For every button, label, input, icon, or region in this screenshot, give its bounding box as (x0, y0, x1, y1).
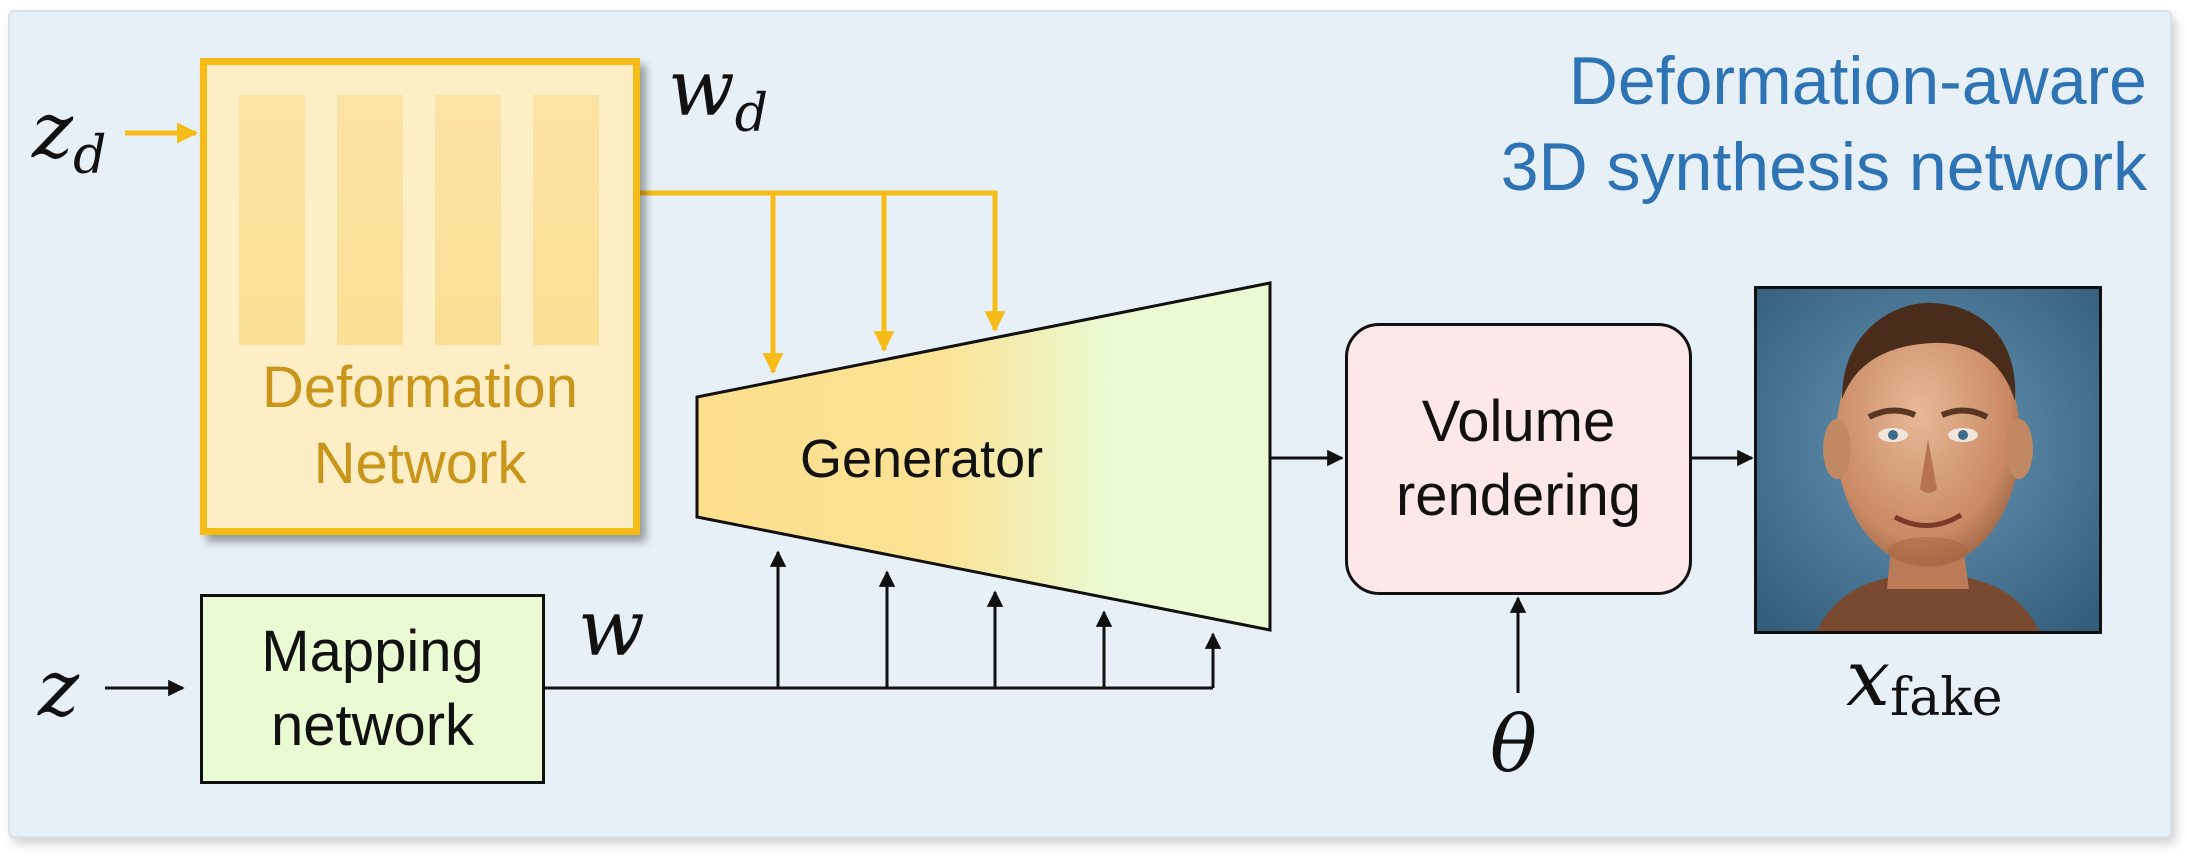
face-illustration (1757, 289, 2099, 631)
symbol-x-fake-base: x (1846, 634, 1890, 724)
deformation-layer (337, 95, 403, 345)
symbol-x-fake: xfake (1846, 640, 2003, 724)
deformation-network-box: Deformation Network (200, 58, 640, 535)
symbol-w-d: wd (668, 50, 768, 140)
volume-label-line-1: Volume (1421, 389, 1616, 454)
generator-block (695, 281, 1272, 632)
deformation-layer (239, 95, 305, 345)
symbol-w-d-base: w (668, 44, 735, 134)
mapping-label-line-2: network (270, 693, 475, 758)
caricature-face-icon (1754, 286, 2102, 634)
symbol-z-d: zd (32, 92, 106, 182)
symbol-z-d-sub: d (73, 126, 107, 186)
deformation-label-line-2: Network (313, 431, 527, 496)
symbol-w: w (578, 584, 645, 674)
generator-label: Generator (800, 429, 1044, 489)
deformation-layer (533, 95, 599, 345)
symbol-x-fake-sub: fake (1890, 668, 2003, 728)
mapping-network-box: Mapping network (200, 594, 545, 784)
deformation-layer (435, 95, 501, 345)
deformation-network-label: Deformation Network (207, 350, 633, 502)
symbol-theta: θ (1490, 700, 1537, 790)
mapping-label-line-1: Mapping (261, 619, 484, 684)
symbol-z-d-base: z (32, 86, 74, 176)
deformation-label-line-1: Deformation (262, 355, 578, 420)
volume-label-line-2: rendering (1395, 463, 1642, 528)
diagram-title: Deformation-aware 3D synthesis network (1387, 38, 2147, 210)
wd-bus (640, 190, 998, 330)
title-line-2: 3D synthesis network (1500, 129, 2147, 205)
volume-rendering-box: Volume rendering (1345, 323, 1692, 595)
symbol-z: z (38, 644, 80, 734)
symbol-w-d-sub: d (734, 84, 769, 144)
title-line-1: Deformation-aware (1568, 43, 2147, 119)
